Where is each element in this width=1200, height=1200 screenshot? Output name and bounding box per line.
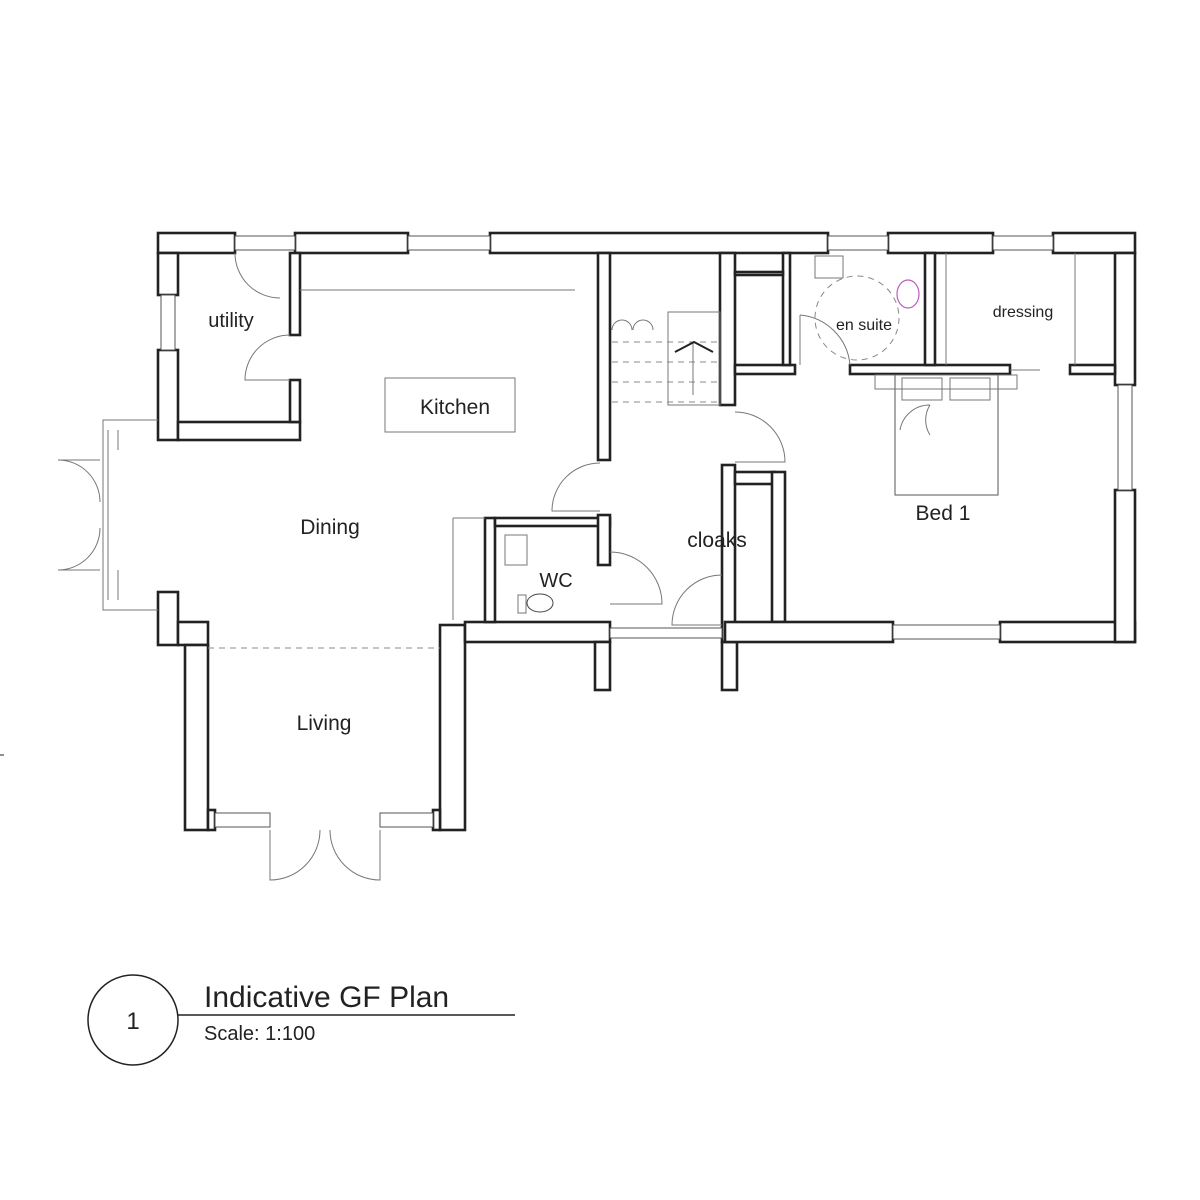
bed <box>874 374 1018 496</box>
drawing-number-circle <box>87 974 179 1066</box>
room-label-utility: utility <box>208 310 254 332</box>
title-block: 1 Indicative GF Plan Scale: 1:100 <box>87 974 515 1066</box>
room-label-bed-1: Bed 1 <box>916 502 971 525</box>
ensuite-basin <box>814 255 844 279</box>
room-label-dining: Dining <box>300 516 360 539</box>
room-label-en-suite: en suite <box>836 317 892 334</box>
room-label-cloaks: cloaks <box>687 529 747 552</box>
fixtures <box>0 253 1076 756</box>
ensuite-toilet <box>896 279 920 309</box>
stairs <box>611 311 721 406</box>
room-labels: utility Kitchen Dining Living WC cloaks … <box>208 304 1053 735</box>
room-label-wc: WC <box>539 570 572 592</box>
drawing-scale: Scale: 1:100 <box>204 1023 315 1045</box>
drawing-title: Indicative GF Plan <box>204 981 449 1014</box>
walls <box>156 231 1137 832</box>
room-label-living: Living <box>297 712 352 735</box>
drawing-number: 1 <box>126 1008 139 1035</box>
windows <box>102 235 1133 828</box>
room-label-dressing: dressing <box>993 304 1053 321</box>
kitchen-island <box>384 377 516 433</box>
wc-basin <box>504 534 528 566</box>
wc-toilet <box>526 593 554 613</box>
doors <box>57 252 1040 881</box>
room-label-kitchen: Kitchen <box>420 396 490 419</box>
